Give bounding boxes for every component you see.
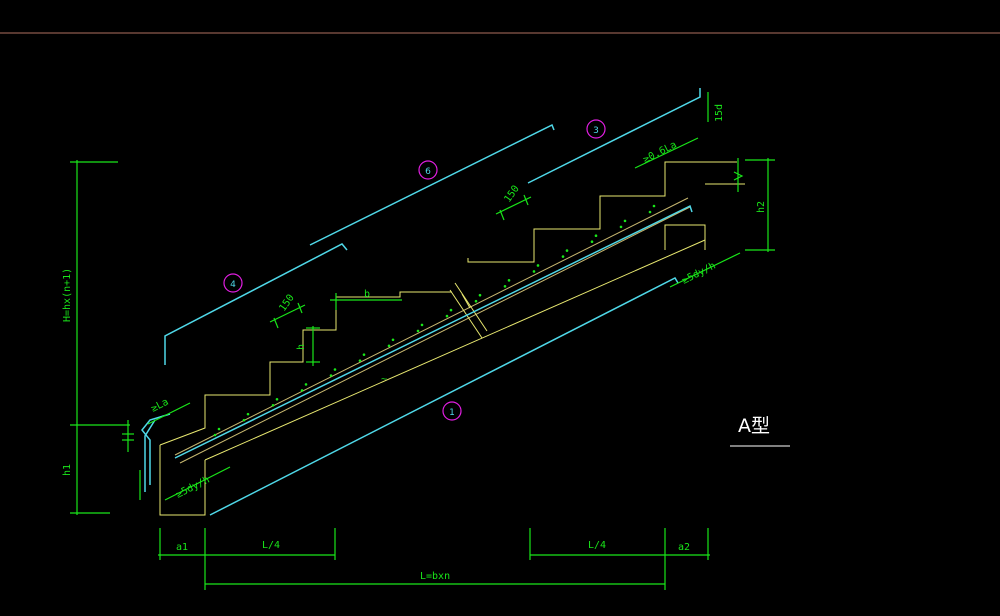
tie-dot [590, 240, 594, 244]
rebar-1 [209, 277, 679, 516]
concrete-outline [159, 161, 745, 516]
mark-6-bubble [418, 160, 438, 180]
right-landing [664, 224, 706, 250]
left-support [159, 445, 206, 516]
tie-dot [532, 270, 536, 273]
dim-h1: h1 [62, 464, 73, 476]
steps-lower [159, 291, 452, 446]
tie-dot [246, 412, 250, 416]
tie-dot [619, 225, 623, 229]
tie-dot [213, 433, 217, 437]
tie-dot [623, 219, 627, 223]
tie-dot [391, 338, 395, 342]
tie-dot [333, 368, 337, 371]
tie-dot [329, 374, 333, 377]
rebar-bottom [141, 413, 171, 485]
rebar-slab [174, 204, 693, 459]
tie-dot [416, 329, 420, 333]
tie-dot [648, 210, 652, 214]
rebar-left-hook [144, 419, 156, 492]
tie-dot [304, 383, 308, 386]
tie-dot [594, 234, 598, 238]
inner-line-2 [174, 197, 689, 456]
tie-dot [271, 403, 275, 407]
mark-1-bubble [442, 401, 462, 421]
tie-dot [561, 255, 565, 258]
dim-L: L=bxn [420, 571, 450, 582]
tie-dot [420, 323, 424, 327]
dim-tilde: ~ [381, 374, 387, 385]
mark-3-label: 4 [230, 280, 236, 290]
dim-H: H=hx(n+1) [62, 268, 73, 322]
dim-150-right: 150 [502, 184, 521, 205]
dim-anchor-la: ≥La [149, 397, 170, 415]
inner-line [179, 206, 691, 464]
dim-a1: a1 [176, 542, 188, 553]
rebar-marks: 4 6 3 1 [223, 119, 606, 421]
tie-dot [358, 359, 362, 362]
dim-a2: a2 [678, 542, 690, 553]
mark-4-bubble [586, 119, 606, 139]
dim-L4-left: L/4 [262, 540, 280, 551]
steps-upper [467, 161, 737, 263]
rebar-3 [164, 243, 348, 365]
break-symbol [449, 282, 488, 339]
tie-dot [275, 397, 279, 401]
mark-3-bubble [223, 273, 243, 293]
rebar-6 [309, 123, 555, 246]
type-label: A型 [738, 415, 770, 437]
rebar-group [141, 88, 701, 516]
tie-dot [474, 299, 478, 303]
tie-dot [652, 204, 656, 208]
dim-hook-15d: 15d [714, 104, 725, 122]
soffit-line [204, 239, 706, 461]
mark-4-label: 3 [593, 126, 599, 136]
mark-1-label: 1 [449, 408, 455, 418]
rebar-4 [527, 88, 701, 184]
dim-h2: h2 [756, 201, 767, 213]
tie-dot [449, 308, 453, 312]
tie-dot [242, 418, 246, 422]
tie-dot [387, 344, 391, 348]
dim-L4-right: L/4 [588, 540, 606, 551]
tie-dot [503, 285, 507, 288]
mark-6-label: 6 [425, 167, 431, 177]
tie-dots [213, 204, 656, 437]
tie-dot [507, 279, 511, 282]
tie-dot [445, 314, 449, 318]
tie-dot [217, 427, 221, 431]
dim-anchor-5d-bottom: ≥5dy/h [174, 474, 211, 500]
dim-h: h [296, 344, 307, 350]
tie-dot [536, 264, 540, 267]
tie-dot [565, 249, 569, 252]
tie-dot [300, 389, 304, 392]
tie-dot [478, 293, 482, 297]
tie-dot [362, 353, 366, 356]
dim-anchor-5d-right: ≥5dy/h [680, 260, 717, 286]
dim-b: b [364, 289, 370, 300]
